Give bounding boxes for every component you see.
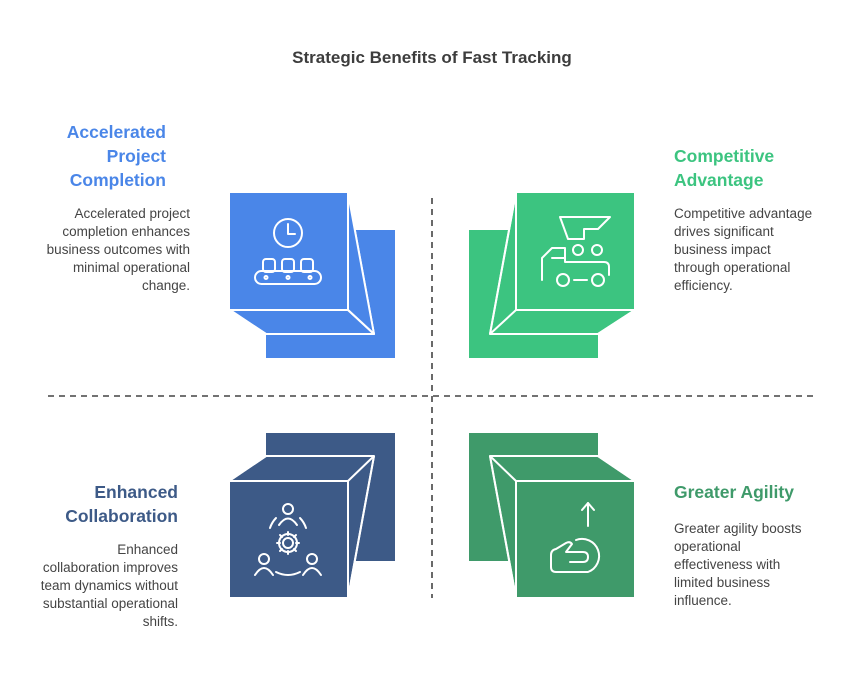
block-accelerated xyxy=(228,191,395,358)
quadrant-title-accelerated: Accelerated Project Completion xyxy=(66,122,166,190)
clock-conveyor-icon xyxy=(254,218,322,285)
quadrant-desc-agility: Greater agility boosts operational effec… xyxy=(674,521,802,608)
quadrant-title-competitive: Competitive Advantage xyxy=(674,146,775,190)
team-gear-icon xyxy=(254,503,322,576)
hand-arrow-icon xyxy=(550,502,601,573)
quadrant-desc-collaboration: Enhanced collaboration improves team dyn… xyxy=(40,542,178,629)
block-collaboration xyxy=(228,433,395,599)
delivery-truck-icon xyxy=(541,216,611,287)
block-agility xyxy=(469,433,636,599)
quadrant-title-agility: Greater Agility xyxy=(674,482,794,502)
block-competitive xyxy=(469,191,636,358)
quadrant-desc-accelerated: Accelerated project completion enhances … xyxy=(46,206,190,293)
quadrant-desc-competitive: Competitive advantage drives significant… xyxy=(674,206,813,293)
quadrant-title-collaboration: Enhanced Collaboration xyxy=(65,482,178,526)
diagram-title: Strategic Benefits of Fast Tracking xyxy=(292,48,572,67)
